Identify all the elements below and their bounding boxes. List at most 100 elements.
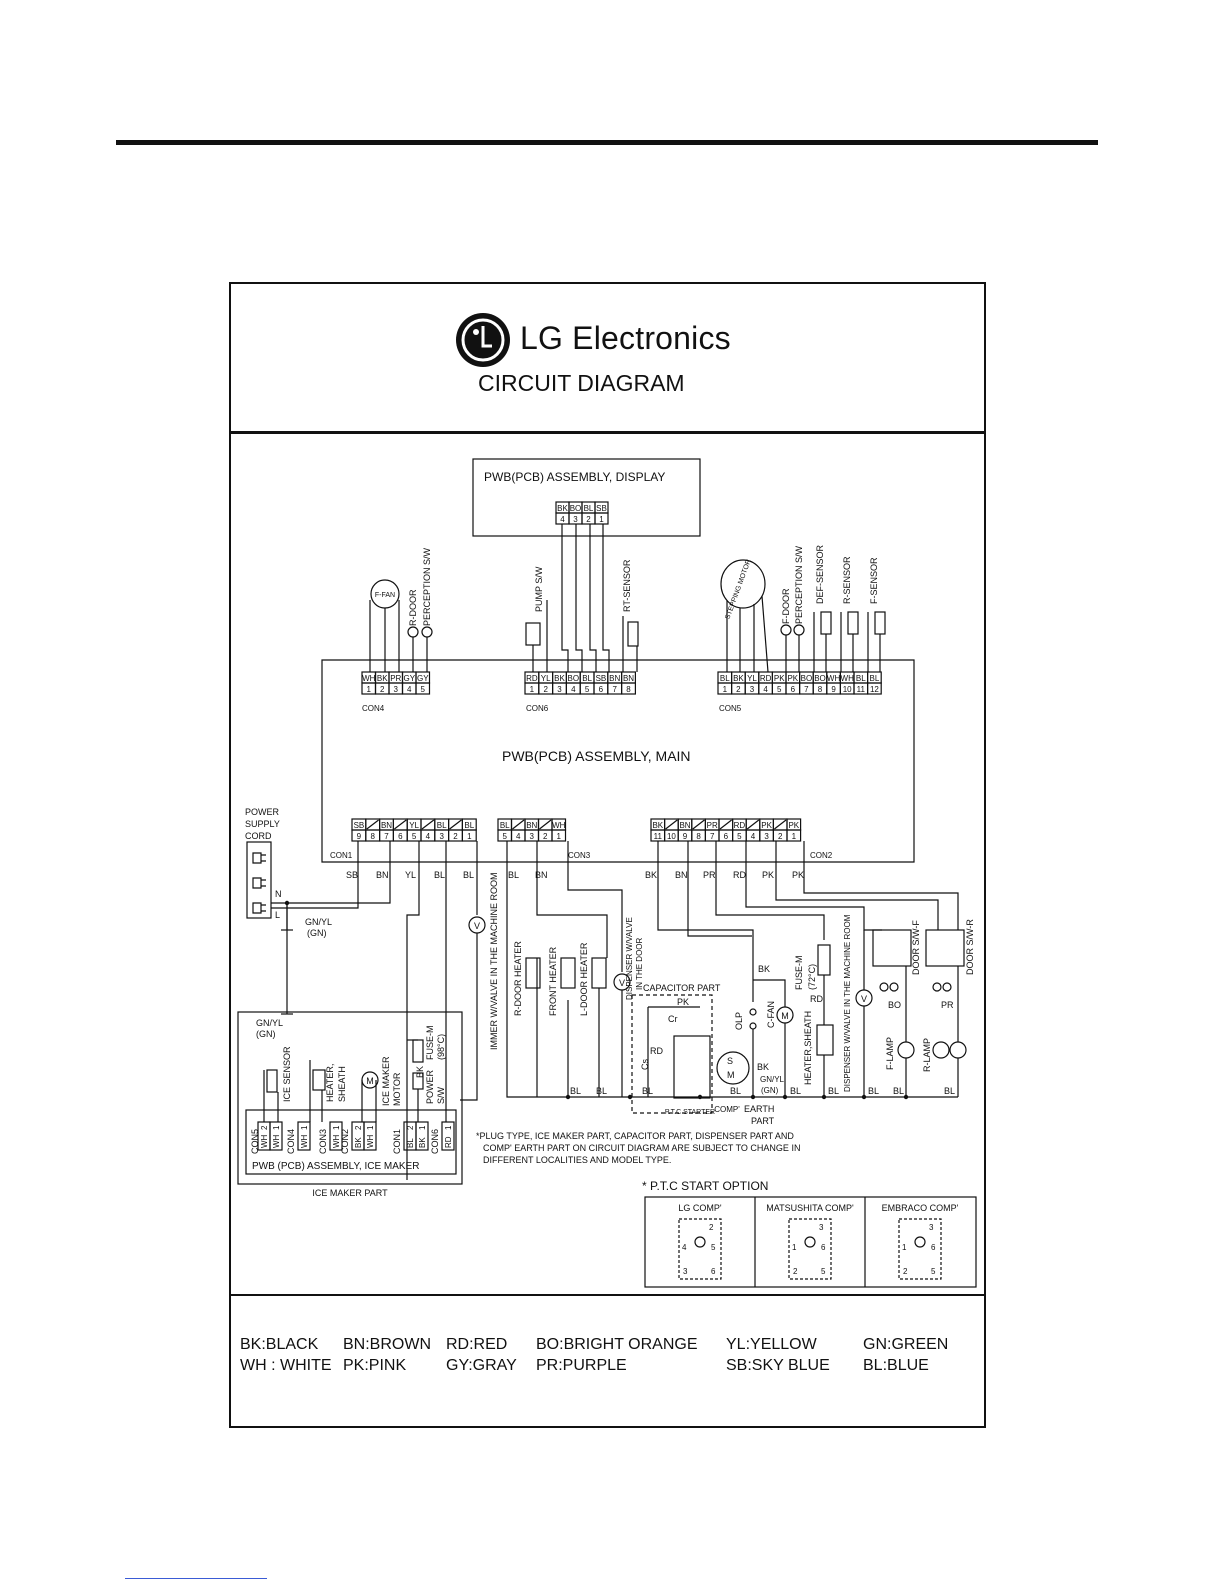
r-lamp-label: R-LAMP [922,1038,932,1072]
wire-label: GN/YL [760,1075,785,1084]
perception-marker-icon [421,626,433,638]
con2-slash [774,819,787,830]
capacitor-part-box [631,994,713,1114]
con3-slash [539,819,552,830]
junction-dot [565,1094,571,1100]
display-connector-color: BO [570,504,582,513]
wire [761,595,769,673]
ice-motor-symbol: M [366,1076,374,1086]
comp-s: S [727,1056,733,1066]
con2-pin: 6 [724,832,729,841]
power-plug-icon [246,841,272,919]
door-sw-f-label: DOOR S/W-F [911,920,921,975]
con5-pin: 8 [818,685,823,694]
power-switch-icon [412,1072,424,1090]
junction-dot [697,1094,703,1100]
f-sensor-label: F-SENSOR [869,557,879,604]
f-fan-label: F-FAN [375,592,395,599]
fuse72-label: FUSE-M [794,956,804,991]
wire-label-con1: BL [463,870,474,880]
wire-label: BO [888,1000,901,1010]
con5-pin: 11 [857,685,866,694]
ptc-terminal: 3 [683,1267,688,1276]
comp-label: COMP' [714,1105,740,1114]
con6-pin: 7 [612,685,617,694]
immer-valve-label: IMMER W/VALVE IN THE MACHINE ROOM [489,872,499,1050]
c-fan-label: C-FAN [766,1001,776,1028]
con1-pin-cell [461,829,477,842]
con5-color: YL [747,674,757,683]
ptc-terminal: 2 [709,1223,714,1232]
con1-label: CON1 [330,851,353,860]
con5-label: CON5 [719,704,742,713]
legend-entry: WH : WHITE [240,1357,332,1374]
comp-m: M [727,1070,735,1080]
f-door-label: F-DOOR [781,588,791,624]
con3-pin: 4 [516,832,521,841]
con4-pin: 3 [394,685,399,694]
ice-pin-color: RD [444,1136,453,1148]
ptc-terminal: 5 [821,1267,826,1276]
ice-connector-label: CON1 [392,1129,402,1154]
wire-label: BL [944,1086,955,1096]
wire-label: BK [757,1062,769,1072]
ptc-terminal: 5 [711,1243,716,1252]
wire-label-con2: PK [762,870,774,880]
con3-slash [512,819,525,830]
con2-pin: 3 [764,832,769,841]
c-fan-icon [776,1006,794,1024]
wire [657,841,754,990]
con5-color: WH [827,674,841,683]
con5-pin: 10 [843,685,852,694]
con2-color: BK [652,821,663,830]
f-door-marker-icon [780,624,792,636]
ptc-terminal: 6 [821,1243,826,1252]
header-divider [229,431,986,434]
con6-color: BO [568,674,580,683]
display-connector-color: BK [557,504,568,513]
display-connector-pin-cell [594,512,609,525]
junction-dot [903,1094,909,1100]
page-title: CIRCUIT DIAGRAM [478,370,685,396]
con2-pin: 1 [792,832,797,841]
note-line: *PLUG TYPE, ICE MAKER PART, CAPACITOR PA… [476,1131,794,1141]
ice-pin-color: WH [260,1134,269,1148]
ptc-terminal: 3 [819,1223,824,1232]
ice-con-pin [297,1121,311,1151]
wire [687,841,752,937]
main-pcb-title: PWB(PCB) ASSEMBLY, MAIN [502,748,691,764]
ice-pin-number: 2 [354,1125,363,1130]
wire-label-con2: BN [675,870,688,880]
con5-color: PK [787,674,798,683]
legend-entry: BO:BRIGHT ORANGE [536,1336,698,1353]
wire-label: BL [893,1086,904,1096]
wire-label: (GN) [761,1086,779,1095]
con2-pin: 2 [778,832,783,841]
con4-pin: 5 [421,685,426,694]
con3-color: WH [552,821,566,830]
power-sw-label: POWER [425,1069,435,1104]
plug-icon [252,877,266,889]
valve-icon [468,916,486,934]
con5-color: BL [856,674,866,683]
ptc-starter-label: P.T.C STARTER [665,1109,715,1116]
con5-color: BL [720,674,730,683]
con6-color: BN [623,674,634,683]
ice-pin-color: WH [300,1134,309,1148]
con6-pin: 6 [599,685,604,694]
con1-pin: 1 [467,832,472,841]
def-sensor-label: DEF-SENSOR [815,544,825,604]
olp-label: OLP [734,1012,744,1030]
wire-label: BK [415,1066,425,1078]
display-connector-pin: 2 [586,515,591,524]
legend-entry: BK:BLACK [240,1336,319,1353]
ptc-option-title: * P.T.C START OPTION [642,1179,768,1193]
valve-symbol: V [619,978,625,988]
con4-color: GY [417,674,429,683]
ptc-terminal: 5 [931,1267,936,1276]
con2-slash [692,819,705,830]
wire-label: BL [570,1086,581,1096]
con5-color: BL [870,674,880,683]
legend-entry: RD:RED [446,1336,508,1353]
